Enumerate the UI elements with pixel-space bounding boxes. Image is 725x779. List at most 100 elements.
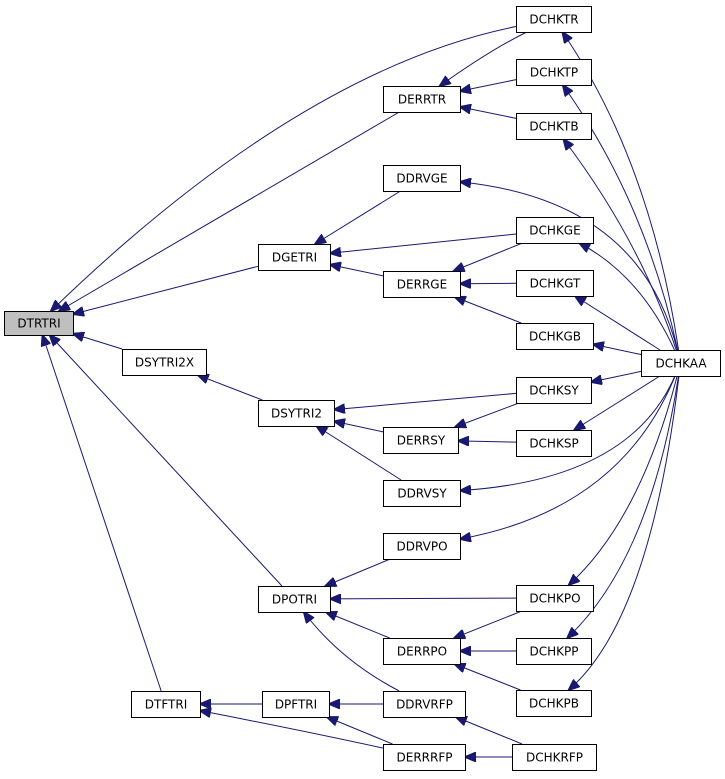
edge-dchktp-to-derrtr [460,79,517,91]
node-dchkpb[interactable]: DCHKPB [516,690,592,717]
edge-dchkpo-to-dpotri [330,598,517,599]
node-box-derrrfp [383,744,466,771]
edge-dchkge-to-dgetri [330,233,517,253]
node-label-dchkpp: DCHKPP [530,645,579,659]
edge-ddrvrfp-to-dpotri [304,612,400,692]
edge-dchkaa-to-dchkgt [575,296,661,351]
edge-dchktr-to-dtrtri [51,26,517,311]
node-label-derrge: DERRGE [397,278,447,292]
edge-dsytri2x-to-dtrtri [73,334,123,350]
edge-ddrvge-to-dgetri [315,190,401,244]
edge-dchkge-to-derrge [454,242,523,271]
node-dpftri[interactable]: DPFTRI [262,691,330,718]
node-label-dgetri: DGETRI [272,251,317,265]
edge-dchktb-to-derrtr [460,107,517,119]
node-box-dchkpb [516,690,592,717]
edge-dchkaa-to-ddrvsy [460,375,676,491]
node-label-derrpo: DERRPO [397,645,447,659]
node-derrtr[interactable]: DERRTR [383,86,461,113]
node-dchksp[interactable]: DCHKSP [516,430,592,457]
edge-derrsy-to-dsytri2 [334,421,384,433]
node-box-dchksp [516,430,592,457]
edge-derrrfp-to-dtftri [200,711,384,749]
node-ddrvrfp[interactable]: DDRVRFP [383,691,466,718]
node-box-derrpo [383,638,461,665]
node-label-dtftri: DTFTRI [145,698,187,712]
node-dchktp[interactable]: DCHKTP [516,59,592,86]
node-label-dchkaa: DCHKAA [655,357,707,371]
node-dchktr[interactable]: DCHKTR [516,6,592,33]
node-derrrfp[interactable]: DERRRFP [383,744,466,771]
node-label-dpftri: DPFTRI [275,698,317,712]
node-label-dchkgb: DCHKGB [529,330,581,344]
node-label-derrrfp: DERRRFP [397,751,453,765]
node-derrge[interactable]: DERRGE [383,271,461,298]
node-box-dchkge [516,217,594,244]
edge-derrrfp-to-dpftri [327,717,393,745]
node-box-dtrtri [4,311,74,336]
edge-dchkaa-to-ddrvpo [460,375,676,539]
edge-dchkaa-to-dchkge [579,243,675,351]
node-box-dchktb [516,113,592,140]
edge-derrtr-to-dtrtri [59,111,400,311]
node-dgetri[interactable]: DGETRI [258,244,331,271]
node-derrsy[interactable]: DERRSY [383,427,459,454]
node-box-dpftri [262,691,330,718]
node-dchkpp[interactable]: DCHKPP [516,638,592,665]
edge-derrpo-to-dpotri [326,612,390,639]
edge-dchkrfp-to-ddrvrfp [456,717,523,745]
node-label-dchkge: DCHKGE [529,224,580,238]
edge-dgetri-to-dtrtri [73,265,259,314]
edge-dchkaa-to-dchkpp [567,375,679,638]
node-box-dsytri2 [258,400,335,427]
node-label-ddrvpo: DDRVPO [396,540,447,554]
edge-dchksp-to-derrsy [458,441,517,442]
edge-dsytri2-to-dsytri2x [198,375,263,401]
node-box-dchktp [516,59,592,86]
node-dchkaa[interactable]: DCHKAA [641,350,721,377]
edge-dchkpo-to-derrpo [454,610,523,638]
node-dtrtri[interactable]: DTRTRI [4,311,74,336]
node-box-dchkgb [516,323,594,350]
edge-dtftri-to-dtrtri [43,335,162,692]
node-box-ddrvge [383,165,461,192]
node-dchkrfp[interactable]: DCHKRFP [512,744,597,771]
node-box-dpotri [258,586,331,613]
edge-dpotri-to-dtrtri [50,335,283,587]
node-dchkpo[interactable]: DCHKPO [516,585,594,612]
edge-dchkaa-to-dchktb [563,139,677,351]
node-derrpo[interactable]: DERRPO [383,638,461,665]
nodes-layer: DTRTRI DCHKTR DERRTR DCHKTP DCHKTB DDRVGE DGET… [4,6,721,771]
edge-ddrvsy-to-dsytri2 [316,426,402,481]
node-ddrvge[interactable]: DDRVGE [383,165,461,192]
node-dsytri2[interactable]: DSYTRI2 [258,400,335,427]
node-box-ddrvpo [383,533,461,560]
node-dsytri2x[interactable]: DSYTRI2X [122,349,207,376]
node-ddrvpo[interactable]: DDRVPO [383,533,461,560]
edge-dchksy-to-derrsy [455,402,520,427]
node-label-dsytri2x: DSYTRI2X [135,356,194,370]
node-label-ddrvge: DDRVGE [396,172,447,186]
node-label-dchkgt: DCHKGT [530,277,581,291]
edge-dchkaa-to-dchkpb [569,375,680,690]
node-dpotri[interactable]: DPOTRI [258,586,331,613]
node-label-dchksp: DCHKSP [529,437,578,451]
node-label-dchkpb: DCHKPB [529,697,579,711]
node-box-derrsy [383,427,459,454]
node-ddrvsy[interactable]: DDRVSY [383,480,461,507]
node-dchktb[interactable]: DCHKTB [516,113,592,140]
node-box-dtftri [131,691,201,718]
edge-dchktr-to-derrtr [440,31,528,86]
node-dtftri[interactable]: DTFTRI [131,691,201,718]
edge-dchkaa-to-dchksy [591,370,642,382]
node-dchksy[interactable]: DCHKSY [516,377,592,404]
node-box-dsytri2x [122,349,207,376]
node-dchkge[interactable]: DCHKGE [516,217,594,244]
node-dchkgb[interactable]: DCHKGB [516,323,594,350]
node-dchkgt[interactable]: DCHKGT [516,270,594,297]
node-label-dtrtri: DTRTRI [17,317,60,331]
node-label-derrtr: DERRTR [398,93,446,107]
edge-dchkaa-to-dchkpo [569,375,678,585]
node-label-dchktp: DCHKTP [530,66,578,80]
node-box-dchktr [516,6,592,33]
